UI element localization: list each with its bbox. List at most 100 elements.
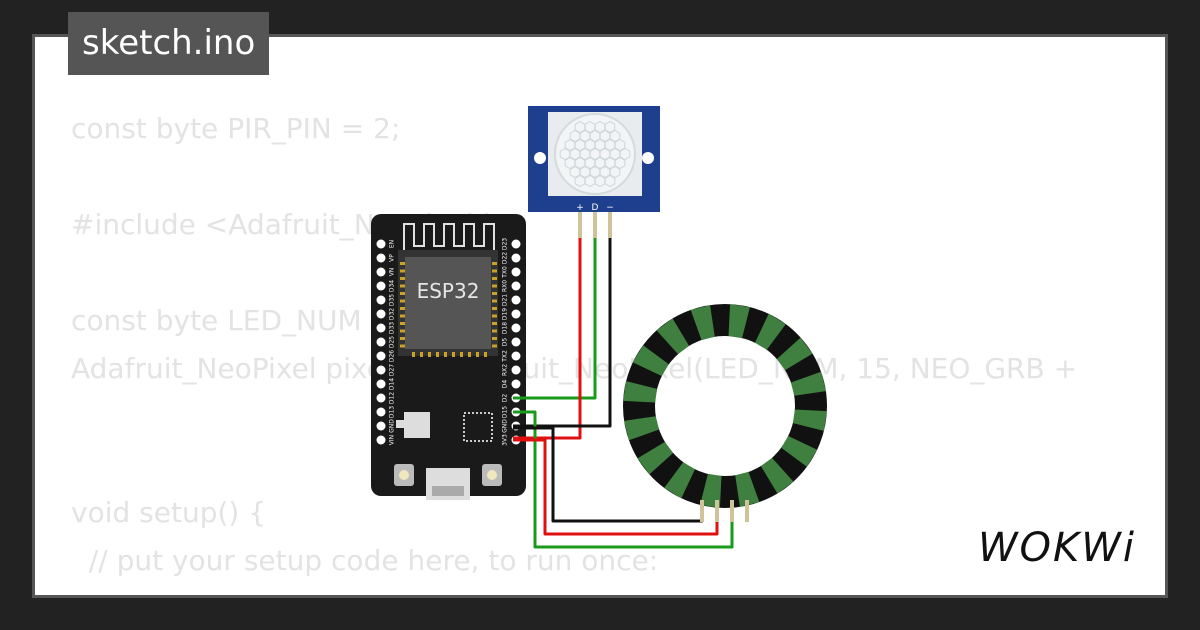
header-pin[interactable]	[511, 267, 521, 277]
esp32-board[interactable]: ESP32 ENVPVND34D35D32D33D25D26D27D14D12D…	[371, 214, 526, 500]
header-pin-label: D2	[502, 394, 509, 403]
pir-lens-dome	[554, 113, 636, 195]
header-pin-label: D26	[389, 350, 396, 362]
module-pad	[400, 269, 405, 273]
ring-led	[664, 462, 695, 499]
header-pin-label: GND	[502, 419, 509, 433]
ring-led	[632, 345, 669, 376]
voltage-regulator	[404, 412, 430, 438]
module-pad	[492, 329, 497, 333]
pir-lens-pattern	[559, 120, 631, 188]
header-pin[interactable]	[376, 323, 386, 333]
pir-sensor[interactable]: + D −	[528, 106, 660, 238]
header-pin[interactable]	[376, 295, 386, 305]
header-pin-label: D19	[502, 308, 509, 320]
neopixel-ring[interactable]	[623, 304, 827, 522]
code-line: void setup() {	[71, 496, 267, 529]
wire-pir-gnd[interactable]	[513, 238, 612, 428]
wire-pir-data[interactable]	[513, 238, 597, 400]
module-pad	[492, 284, 497, 288]
module-pad	[460, 352, 463, 357]
module-pad	[400, 299, 405, 303]
header-pin-label: D15	[502, 406, 509, 418]
header-pin[interactable]	[376, 337, 386, 347]
module-pad	[400, 292, 405, 295]
header-pin-label: TX2	[502, 350, 509, 363]
header-pin[interactable]	[376, 421, 386, 431]
header-pin[interactable]	[376, 253, 386, 263]
header-pin[interactable]	[376, 393, 386, 403]
code-line: // put your setup code here, to run once…	[71, 544, 659, 577]
ring-led	[637, 441, 674, 475]
header-pin[interactable]	[511, 295, 521, 305]
code-line: Serial.begin(115200);	[71, 585, 1077, 595]
ring-led	[690, 305, 715, 341]
header-pin-label: RX2	[502, 364, 509, 376]
header-pin[interactable]	[376, 351, 386, 361]
lens-cell	[604, 174, 616, 188]
esp32-chip	[405, 257, 491, 349]
header-pin-label: D25	[389, 336, 396, 348]
header-pin[interactable]	[376, 309, 386, 319]
header-pin-label: D12	[389, 392, 396, 404]
ring-pin-dout	[745, 500, 749, 522]
module-pad	[492, 277, 497, 280]
header-pin-label: D23	[502, 238, 509, 250]
header-pin[interactable]	[376, 379, 386, 389]
wokwi-logo: WOKWi	[978, 525, 1136, 571]
header-pin[interactable]	[511, 323, 521, 333]
header-pin[interactable]	[376, 281, 386, 291]
pir-pin-label-data: D	[592, 203, 599, 213]
header-pin-label: D27	[389, 364, 396, 376]
module-pad	[428, 352, 431, 357]
header-pin[interactable]	[511, 351, 521, 361]
header-pin-label: VP	[389, 254, 396, 262]
header-pin-label: D32	[389, 308, 396, 320]
header-pin[interactable]	[376, 407, 386, 417]
module-pad	[400, 322, 405, 325]
wire-ring-vcc[interactable]	[513, 438, 719, 536]
header-pin[interactable]	[376, 267, 386, 277]
ring-led	[656, 318, 690, 355]
header-pin[interactable]	[511, 309, 521, 319]
ring-led	[735, 471, 760, 507]
ring-pin-vcc	[715, 500, 719, 522]
header-pin[interactable]	[376, 365, 386, 375]
module-pad	[400, 307, 405, 310]
header-pin[interactable]	[511, 365, 521, 375]
header-pin-label: VN	[389, 268, 396, 277]
module-pad	[468, 352, 471, 357]
module-pad	[412, 352, 415, 357]
wire-ring-din[interactable]	[513, 410, 734, 549]
header-pin[interactable]	[376, 239, 386, 249]
header-pin[interactable]	[511, 379, 521, 389]
ring-led	[623, 381, 658, 403]
ring-led	[755, 313, 786, 350]
ring-led	[624, 416, 660, 441]
header-pin-label: 3V3	[502, 434, 509, 446]
lens-cell	[619, 147, 631, 161]
header-pin-label: EN	[389, 240, 396, 248]
module-pad	[400, 329, 405, 333]
file-tab[interactable]: sketch.ino	[68, 12, 270, 75]
module-pad	[452, 352, 455, 357]
header-pin-label: D21	[502, 294, 509, 306]
header-pin-label: D35	[389, 294, 396, 306]
code-line: const byte LED_NUM = 16;	[71, 304, 448, 337]
reset-button-cap[interactable]	[487, 470, 497, 480]
header-pin[interactable]	[376, 435, 386, 445]
pir-pin-label-gnd: −	[606, 203, 614, 213]
ring-led	[776, 337, 813, 371]
esp32-module-pins	[400, 262, 497, 357]
module-pad	[492, 314, 497, 318]
module-pad	[400, 337, 405, 340]
header-pin[interactable]	[511, 281, 521, 291]
header-pin[interactable]	[511, 253, 521, 263]
header-pin[interactable]	[511, 337, 521, 347]
ring-pcb	[623, 304, 827, 508]
boot-button-cap[interactable]	[399, 470, 409, 480]
header-pin[interactable]	[511, 239, 521, 249]
module-pad	[492, 337, 497, 340]
lens-cell	[614, 156, 626, 170]
